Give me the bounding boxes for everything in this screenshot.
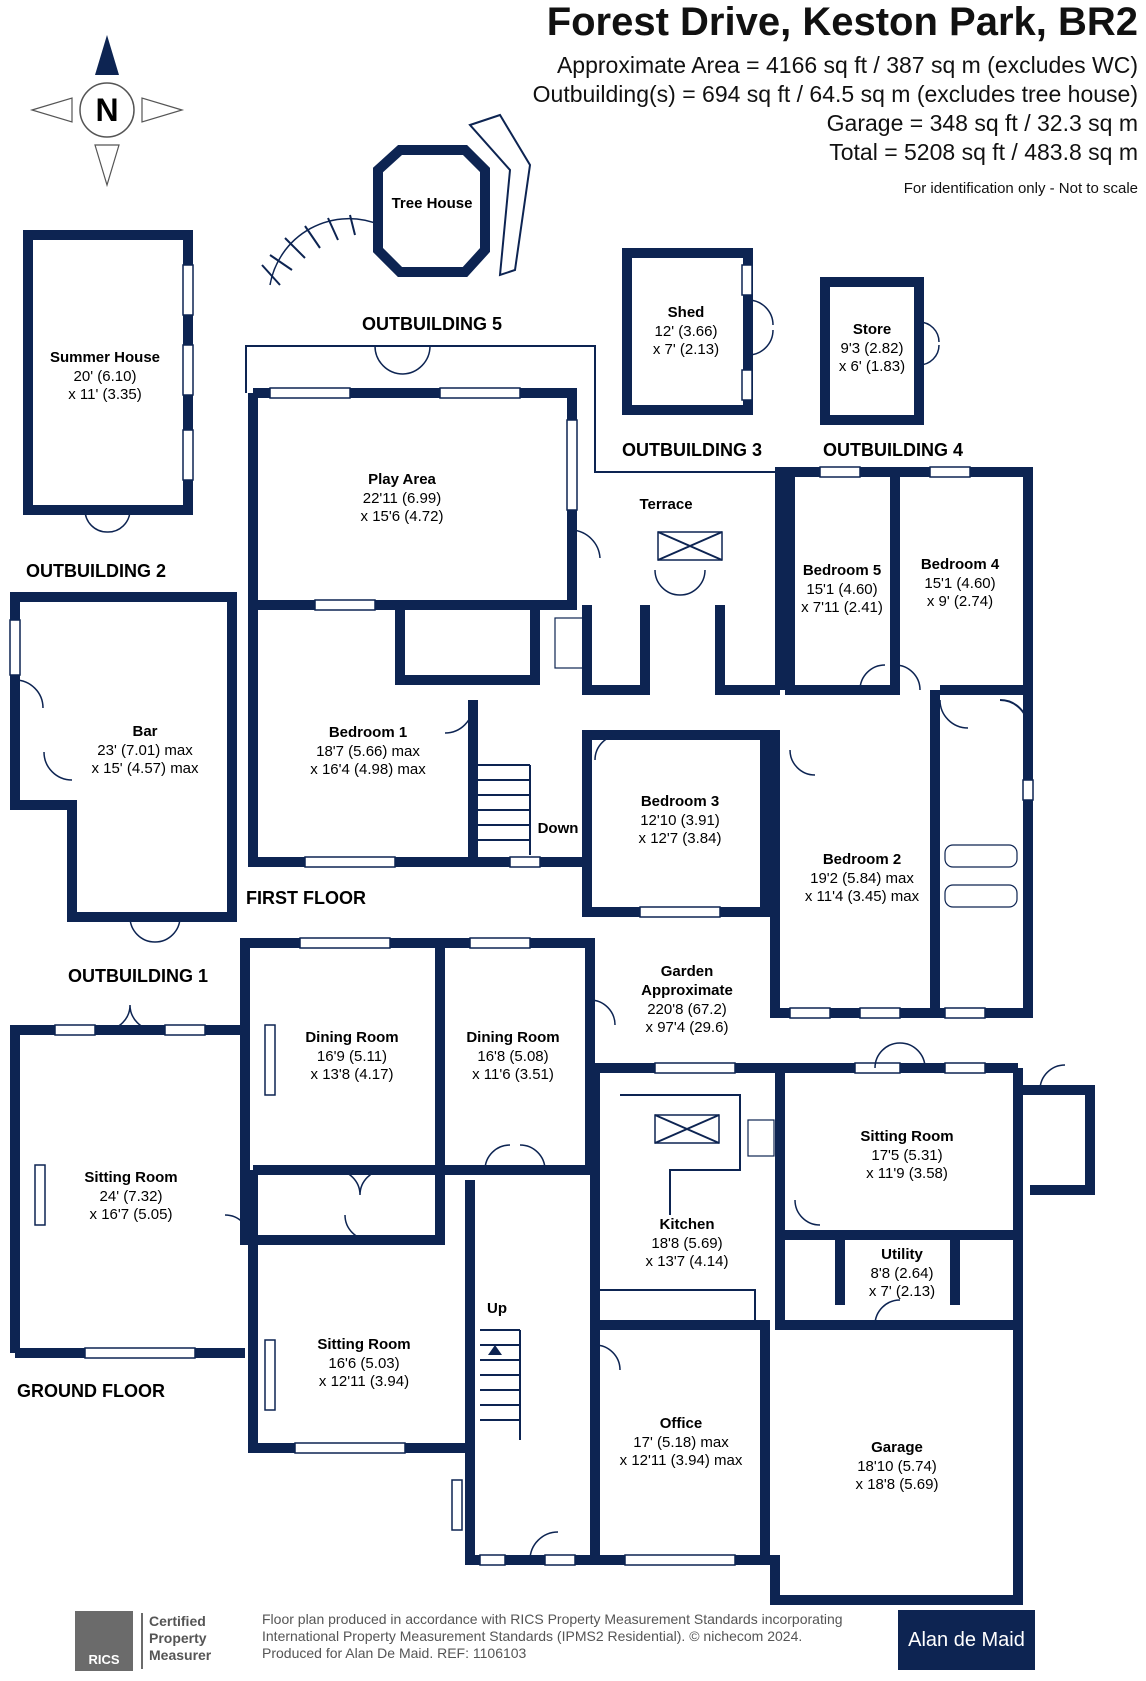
compass-letter: N xyxy=(95,92,118,128)
svg-text:23' (7.01) max: 23' (7.01) max xyxy=(97,742,193,759)
outbuildings-summary: Outbuilding(s) = 694 sq ft / 64.5 sq m (… xyxy=(532,81,1138,107)
svg-text:12'10 (3.91): 12'10 (3.91) xyxy=(640,812,720,829)
svg-text:x 11'9 (3.58): x 11'9 (3.58) xyxy=(866,1165,948,1182)
sitting-room-small-label: Sitting Room xyxy=(317,1336,410,1353)
bedroom-1-label: Bedroom 1 xyxy=(329,724,407,741)
bedroom-5-label: Bedroom 5 xyxy=(803,562,881,579)
svg-text:x 16'4 (4.98) max: x 16'4 (4.98) max xyxy=(310,761,426,778)
outbuilding-1-label: OUTBUILDING 1 xyxy=(68,966,208,986)
sitting-room-east-label: Sitting Room xyxy=(860,1128,953,1145)
svg-text:x 11' (3.35): x 11' (3.35) xyxy=(68,386,141,403)
rics-line-1: Certified xyxy=(149,1613,206,1629)
property-title: Forest Drive, Keston Park, BR2 xyxy=(546,0,1138,44)
bedroom-2-label: Bedroom 2 xyxy=(823,851,901,868)
area-summary: Approximate Area = 4166 sq ft / 387 sq m… xyxy=(556,52,1138,78)
svg-text:x 7' (2.13): x 7' (2.13) xyxy=(653,341,719,358)
svg-text:Approximate: Approximate xyxy=(641,982,733,999)
bar-walls xyxy=(10,592,237,922)
svg-text:19'2 (5.84) max: 19'2 (5.84) max xyxy=(810,870,914,887)
garage-summary: Garage = 348 sq ft / 32.3 sq m xyxy=(826,110,1138,136)
play-area-label: Play Area xyxy=(368,471,436,488)
dining-room-1-label: Dining Room xyxy=(305,1029,398,1046)
svg-text:x 97'4 (29.6): x 97'4 (29.6) xyxy=(646,1019,729,1036)
svg-text:x 13'7 (4.14): x 13'7 (4.14) xyxy=(646,1253,729,1270)
outbuilding-5-label: OUTBUILDING 5 xyxy=(362,314,502,334)
summer-house-label: Summer House xyxy=(50,349,160,366)
svg-text:x 12'11 (3.94): x 12'11 (3.94) xyxy=(319,1373,409,1390)
rics-line-2: Property xyxy=(149,1630,207,1646)
tree-house-label: Tree House xyxy=(392,195,473,212)
stairs-down xyxy=(478,764,531,855)
office-label: Office xyxy=(660,1415,703,1432)
svg-text:x 12'7 (3.84): x 12'7 (3.84) xyxy=(639,830,722,847)
stairs-up xyxy=(480,1329,521,1440)
kitchen-label: Kitchen xyxy=(659,1216,714,1233)
svg-text:8'8 (2.64): 8'8 (2.64) xyxy=(871,1265,934,1282)
ground-floor-walls xyxy=(10,938,1095,1605)
svg-text:24' (7.32): 24' (7.32) xyxy=(100,1188,163,1205)
rics-certified-badge: RICS Certified Property Measurer xyxy=(75,1611,250,1671)
svg-text:x 15'6 (4.72): x 15'6 (4.72) xyxy=(361,508,444,525)
svg-text:12' (3.66): 12' (3.66) xyxy=(655,323,718,340)
store-walls xyxy=(820,277,924,425)
svg-text:x 11'6 (3.51): x 11'6 (3.51) xyxy=(472,1066,554,1083)
shed-label: Shed xyxy=(668,304,705,321)
svg-text:16'9 (5.11): 16'9 (5.11) xyxy=(317,1048,387,1065)
garden-label: Garden xyxy=(661,963,714,980)
svg-text:20' (6.10): 20' (6.10) xyxy=(74,368,137,385)
store-label: Store xyxy=(853,321,891,338)
bar-label: Bar xyxy=(132,723,157,740)
garage-label: Garage xyxy=(871,1439,923,1456)
svg-text:x 16'7 (5.05): x 16'7 (5.05) xyxy=(90,1206,173,1223)
svg-text:x 18'8 (5.69): x 18'8 (5.69) xyxy=(856,1476,939,1493)
stairs-up-label: Up xyxy=(487,1300,507,1317)
svg-text:x 12'11 (3.94) max: x 12'11 (3.94) max xyxy=(620,1452,743,1469)
svg-text:18'8 (5.69): 18'8 (5.69) xyxy=(651,1235,722,1252)
svg-text:9'3 (2.82): 9'3 (2.82) xyxy=(841,340,904,357)
scale-note: For identification only - Not to scale xyxy=(903,180,1138,197)
shed-walls xyxy=(622,248,753,415)
svg-text:x 6' (1.83): x 6' (1.83) xyxy=(839,358,905,375)
svg-text:15'1 (4.60): 15'1 (4.60) xyxy=(924,575,995,592)
svg-text:x 13'8 (4.17): x 13'8 (4.17) xyxy=(311,1066,394,1083)
svg-text:17' (5.18) max: 17' (5.18) max xyxy=(633,1434,729,1451)
bedroom-3-label: Bedroom 3 xyxy=(641,793,719,810)
ground-floor-label: GROUND FLOOR xyxy=(17,1381,165,1401)
svg-text:x 9' (2.74): x 9' (2.74) xyxy=(927,593,993,610)
svg-text:x 7' (2.13): x 7' (2.13) xyxy=(869,1283,935,1300)
svg-text:16'8 (5.08): 16'8 (5.08) xyxy=(477,1048,548,1065)
outbuilding-3-label: OUTBUILDING 3 xyxy=(622,440,762,460)
utility-label: Utility xyxy=(881,1246,923,1263)
outbuilding-4-label: OUTBUILDING 4 xyxy=(823,440,963,460)
svg-text:17'5 (5.31): 17'5 (5.31) xyxy=(871,1147,942,1164)
tree-house xyxy=(261,113,532,286)
svg-text:x 11'4 (3.45) max: x 11'4 (3.45) max xyxy=(805,888,920,905)
total-summary: Total = 5208 sq ft / 483.8 sq m xyxy=(829,139,1138,165)
svg-text:15'1 (4.60): 15'1 (4.60) xyxy=(806,581,877,598)
north-compass-icon: N xyxy=(29,35,185,188)
svg-text:22'11 (6.99): 22'11 (6.99) xyxy=(363,490,441,507)
outbuilding-2-label: OUTBUILDING 2 xyxy=(26,561,166,581)
svg-text:x 15' (4.57) max: x 15' (4.57) max xyxy=(91,760,199,777)
sitting-room-main-label: Sitting Room xyxy=(84,1169,177,1186)
bedroom-4-label: Bedroom 4 xyxy=(921,556,1000,573)
footer-disclaimer: Floor plan produced in accordance with R… xyxy=(262,1611,843,1661)
svg-text:x 7'11 (2.41): x 7'11 (2.41) xyxy=(801,599,883,616)
stairs-down-label: Down xyxy=(538,820,579,837)
rics-line-3: Measurer xyxy=(149,1647,212,1663)
agent-logo: Alan de Maid xyxy=(898,1610,1035,1670)
first-floor-label: FIRST FLOOR xyxy=(246,888,366,908)
svg-text:18'10 (5.74): 18'10 (5.74) xyxy=(857,1458,937,1475)
dining-room-2-label: Dining Room xyxy=(466,1029,559,1046)
terrace-label: Terrace xyxy=(639,496,692,513)
rics-logo-icon: RICS xyxy=(75,1611,133,1671)
svg-text:18'7 (5.66) max: 18'7 (5.66) max xyxy=(316,743,420,760)
svg-text:220'8 (67.2): 220'8 (67.2) xyxy=(647,1001,727,1018)
svg-text:16'6 (5.03): 16'6 (5.03) xyxy=(328,1355,399,1372)
